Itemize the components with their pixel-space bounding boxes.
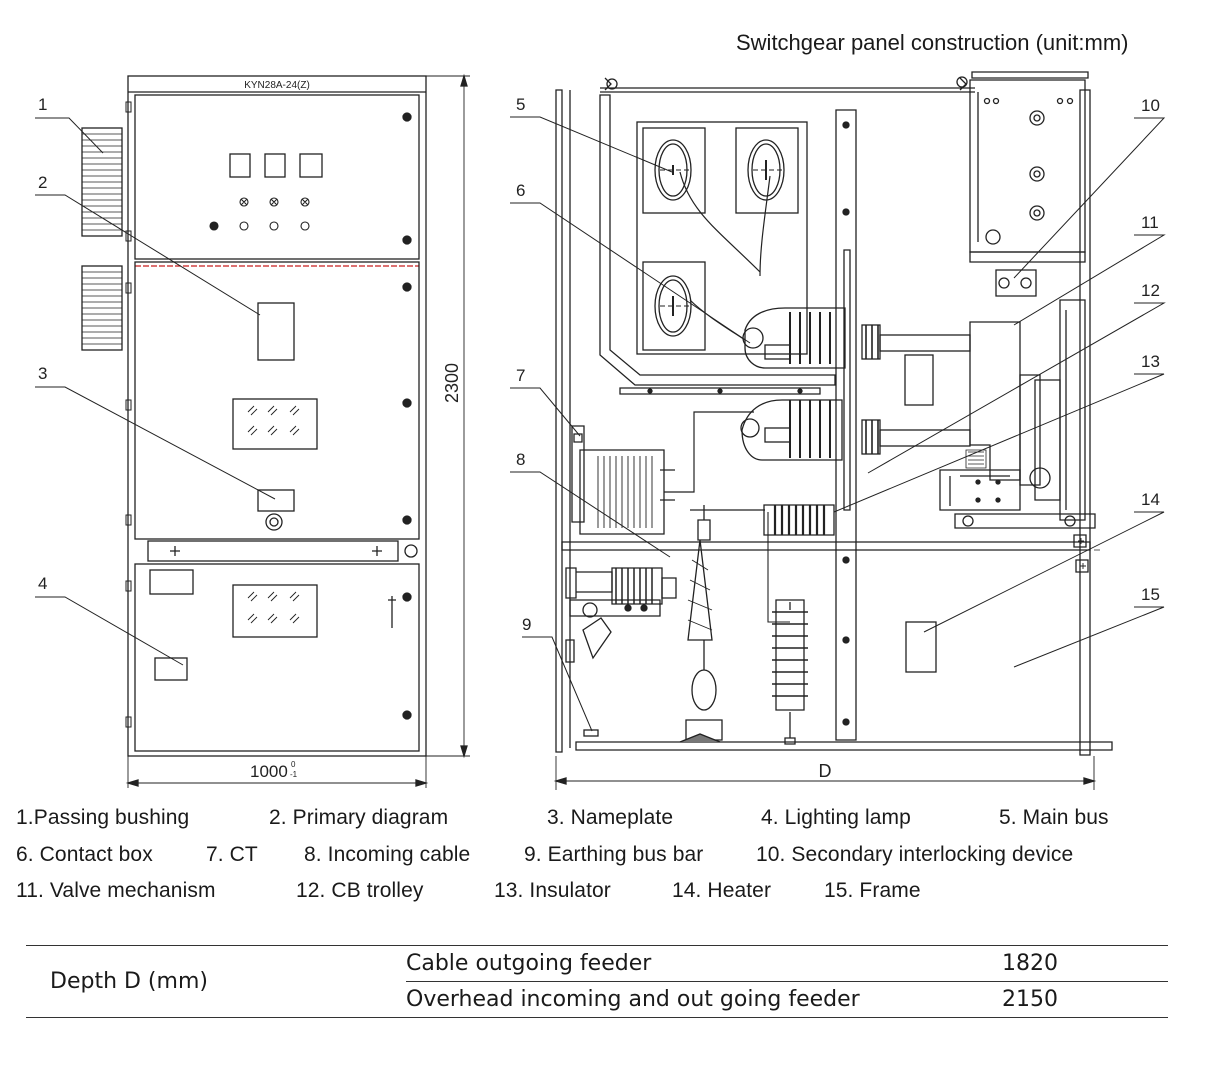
current-transformer [571, 411, 754, 535]
lighting-lamp [154, 657, 188, 681]
busbar-compartment [599, 94, 836, 386]
callout-8: 8 [516, 450, 525, 469]
earthing-switch [565, 567, 677, 663]
callout-10: 10 [1141, 96, 1160, 115]
feeder-cell: Cable outgoing feeder [406, 945, 1002, 982]
front-bottom-door [134, 563, 420, 752]
front-view: KYN28A-24(Z) [81, 73, 470, 788]
legend-item: 1.Passing bushing [16, 806, 190, 829]
mid-divider [561, 541, 1091, 551]
callout-9: 9 [522, 615, 531, 634]
cb-trolley [939, 449, 1096, 529]
legend-item: 9. Earthing bus bar [524, 843, 704, 866]
contact-box-upper [742, 307, 846, 369]
callout-4: 4 [38, 574, 47, 593]
secondary-interlocking-device [969, 71, 1089, 297]
callout-14: 14 [1141, 490, 1160, 509]
callout-12: 12 [1141, 281, 1160, 300]
primary-diagram [257, 302, 295, 361]
legend-item: 6. Contact box [16, 843, 153, 866]
callout-2: 2 [38, 173, 47, 192]
legend-item: 10. Secondary interlocking device [756, 843, 1074, 866]
front-bottom-window [232, 584, 318, 638]
front-middle-door [134, 261, 420, 540]
callouts [35, 116, 1166, 732]
callout-13: 13 [1141, 352, 1160, 371]
front-middle-window [232, 398, 318, 450]
legend-item: 7. CT [206, 843, 258, 866]
legend-item: 14. Heater [672, 879, 772, 902]
depth-value-cell: 2150 [1002, 981, 1168, 1018]
heater [905, 621, 937, 673]
shutter-bar [835, 109, 857, 741]
legend-item: 5. Main bus [999, 806, 1109, 829]
passing-bushing-lower [81, 265, 123, 351]
main-bus [654, 139, 785, 337]
legend-item: 3. Nameplate [547, 806, 674, 829]
feeder-cell: Overhead incoming and out going feeder [406, 981, 1002, 1018]
depth-table: Depth D (mm) Cable outgoing feeder 1820 … [26, 945, 1168, 1018]
valve-mechanism [969, 321, 1021, 481]
callout-numbers: 1 2 3 4 5 6 7 8 9 10 11 12 13 14 15 [38, 95, 1160, 634]
side-view: D [553, 71, 1113, 790]
depth-dimension: D [819, 761, 832, 781]
cabinet-floor [575, 741, 1113, 751]
legend-item: 13. Insulator [494, 879, 611, 902]
surge-arrester [767, 512, 808, 745]
width-tolerance-lower: -1 [290, 770, 298, 779]
width-dimension: 1000 [250, 762, 288, 781]
legend-item: 15. Frame [824, 879, 921, 902]
callout-7: 7 [516, 366, 525, 385]
height-dimension: 2300 [442, 363, 462, 403]
cb-lower-arm [861, 419, 971, 455]
insulator-main [763, 504, 835, 536]
callout-3: 3 [38, 364, 47, 383]
legend-item: 8. Incoming cable [304, 843, 471, 866]
front-model-label: KYN28A-24(Z) [244, 80, 310, 91]
main-bus-room [636, 121, 808, 355]
side-front-wall [1079, 89, 1091, 756]
passing-bushing-upper [81, 127, 123, 237]
incoming-cable [685, 539, 723, 741]
callout-11: 11 [1141, 213, 1159, 232]
depth-row-header: Depth D (mm) [26, 945, 406, 1018]
side-rear-wall [555, 89, 571, 753]
legend-item: 4. Lighting lamp [761, 806, 911, 829]
front-top-door [134, 94, 420, 260]
page-title: Switchgear panel construction (unit:mm) [736, 30, 1129, 55]
callout-5: 5 [516, 95, 525, 114]
legend-item: 2. Primary diagram [269, 806, 449, 829]
contact-box-lower [740, 399, 843, 461]
nameplate [257, 489, 295, 512]
front-cabinet-outline [127, 75, 427, 757]
callout-1: 1 [38, 95, 47, 114]
callout-15: 15 [1141, 585, 1160, 604]
width-tolerance-upper: 0 [291, 760, 296, 769]
legend-item: 11. Valve mechanism [16, 879, 216, 902]
legend-item: 12. CB trolley [296, 879, 424, 902]
earthing-bus-bar [583, 729, 599, 737]
callout-6: 6 [516, 181, 525, 200]
cb-upper-arm [861, 324, 971, 360]
depth-value-cell: 1820 [1002, 945, 1168, 982]
switchgear-drawing: KYN28A-24(Z) [35, 71, 1166, 790]
